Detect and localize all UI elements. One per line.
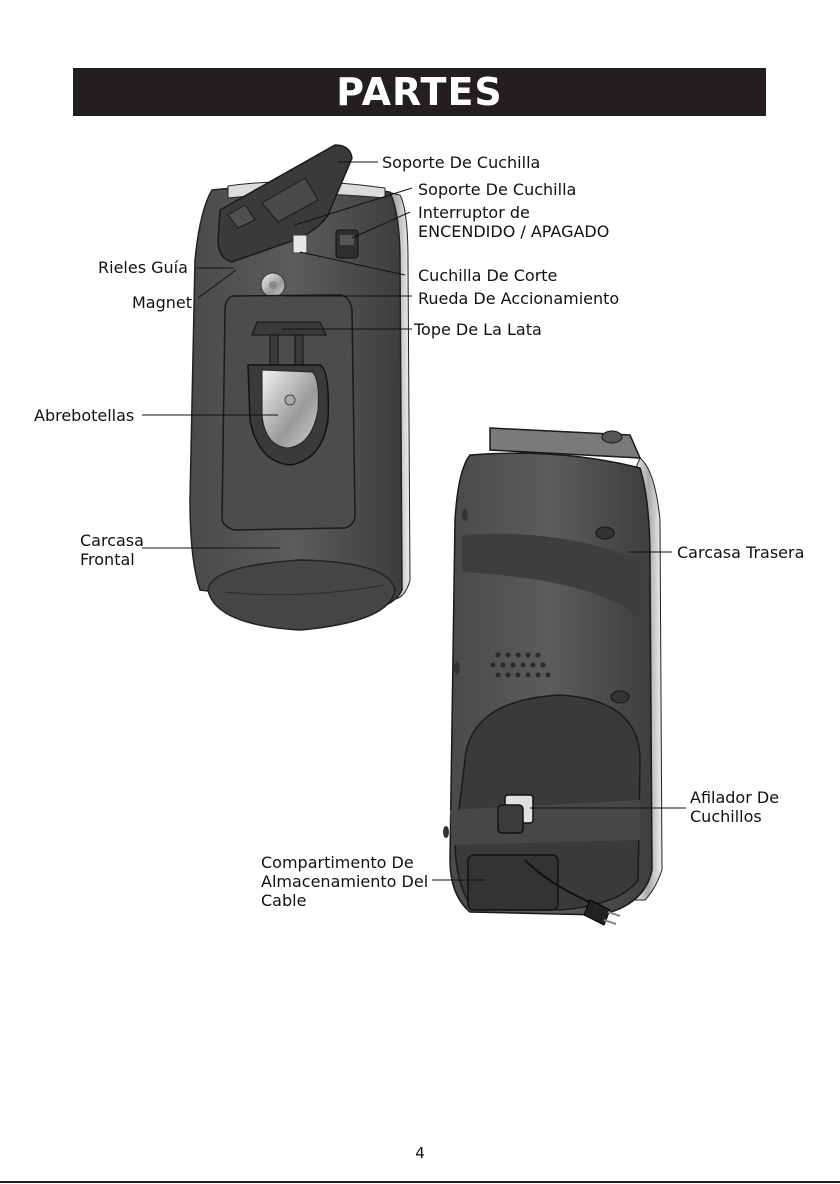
label-blade-holder-top: Soporte De Cuchilla bbox=[382, 153, 540, 172]
label-guide-rails: Rieles Guía bbox=[98, 258, 188, 277]
label-front-housing-line2: Frontal bbox=[80, 550, 135, 569]
label-cord-storage-line1: Compartimento De bbox=[261, 853, 414, 872]
label-power-switch-line2: ENCENDIDO / APAGADO bbox=[418, 222, 609, 241]
label-sharpener-line1: Afilador De bbox=[690, 788, 779, 807]
label-cutting-blade: Cuchilla De Corte bbox=[418, 266, 557, 285]
label-blade-holder: Soporte De Cuchilla bbox=[418, 180, 576, 199]
label-magnet: Magnet bbox=[132, 293, 192, 312]
front-unit bbox=[190, 145, 410, 630]
label-can-stop: Tope De La Lata bbox=[414, 320, 542, 339]
cord-storage bbox=[468, 855, 558, 910]
label-sharpener-line2: Cuchillos bbox=[690, 807, 762, 826]
label-bottle-opener: Abrebotellas bbox=[34, 406, 134, 425]
label-front-housing-line1: Carcasa bbox=[80, 531, 144, 550]
label-power-switch-line1: Interruptor de bbox=[418, 203, 530, 222]
rear-unit bbox=[443, 428, 662, 925]
label-cord-storage-line2: Almacenamiento Del bbox=[261, 872, 428, 891]
label-rear-housing: Carcasa Trasera bbox=[677, 543, 804, 562]
label-cord-storage-line3: Cable bbox=[261, 891, 306, 910]
cutting-blade bbox=[293, 235, 307, 253]
label-drive-wheel: Rueda De Accionamiento bbox=[418, 289, 619, 308]
bottom-rule bbox=[0, 1181, 840, 1183]
page-number: 4 bbox=[0, 1144, 840, 1162]
